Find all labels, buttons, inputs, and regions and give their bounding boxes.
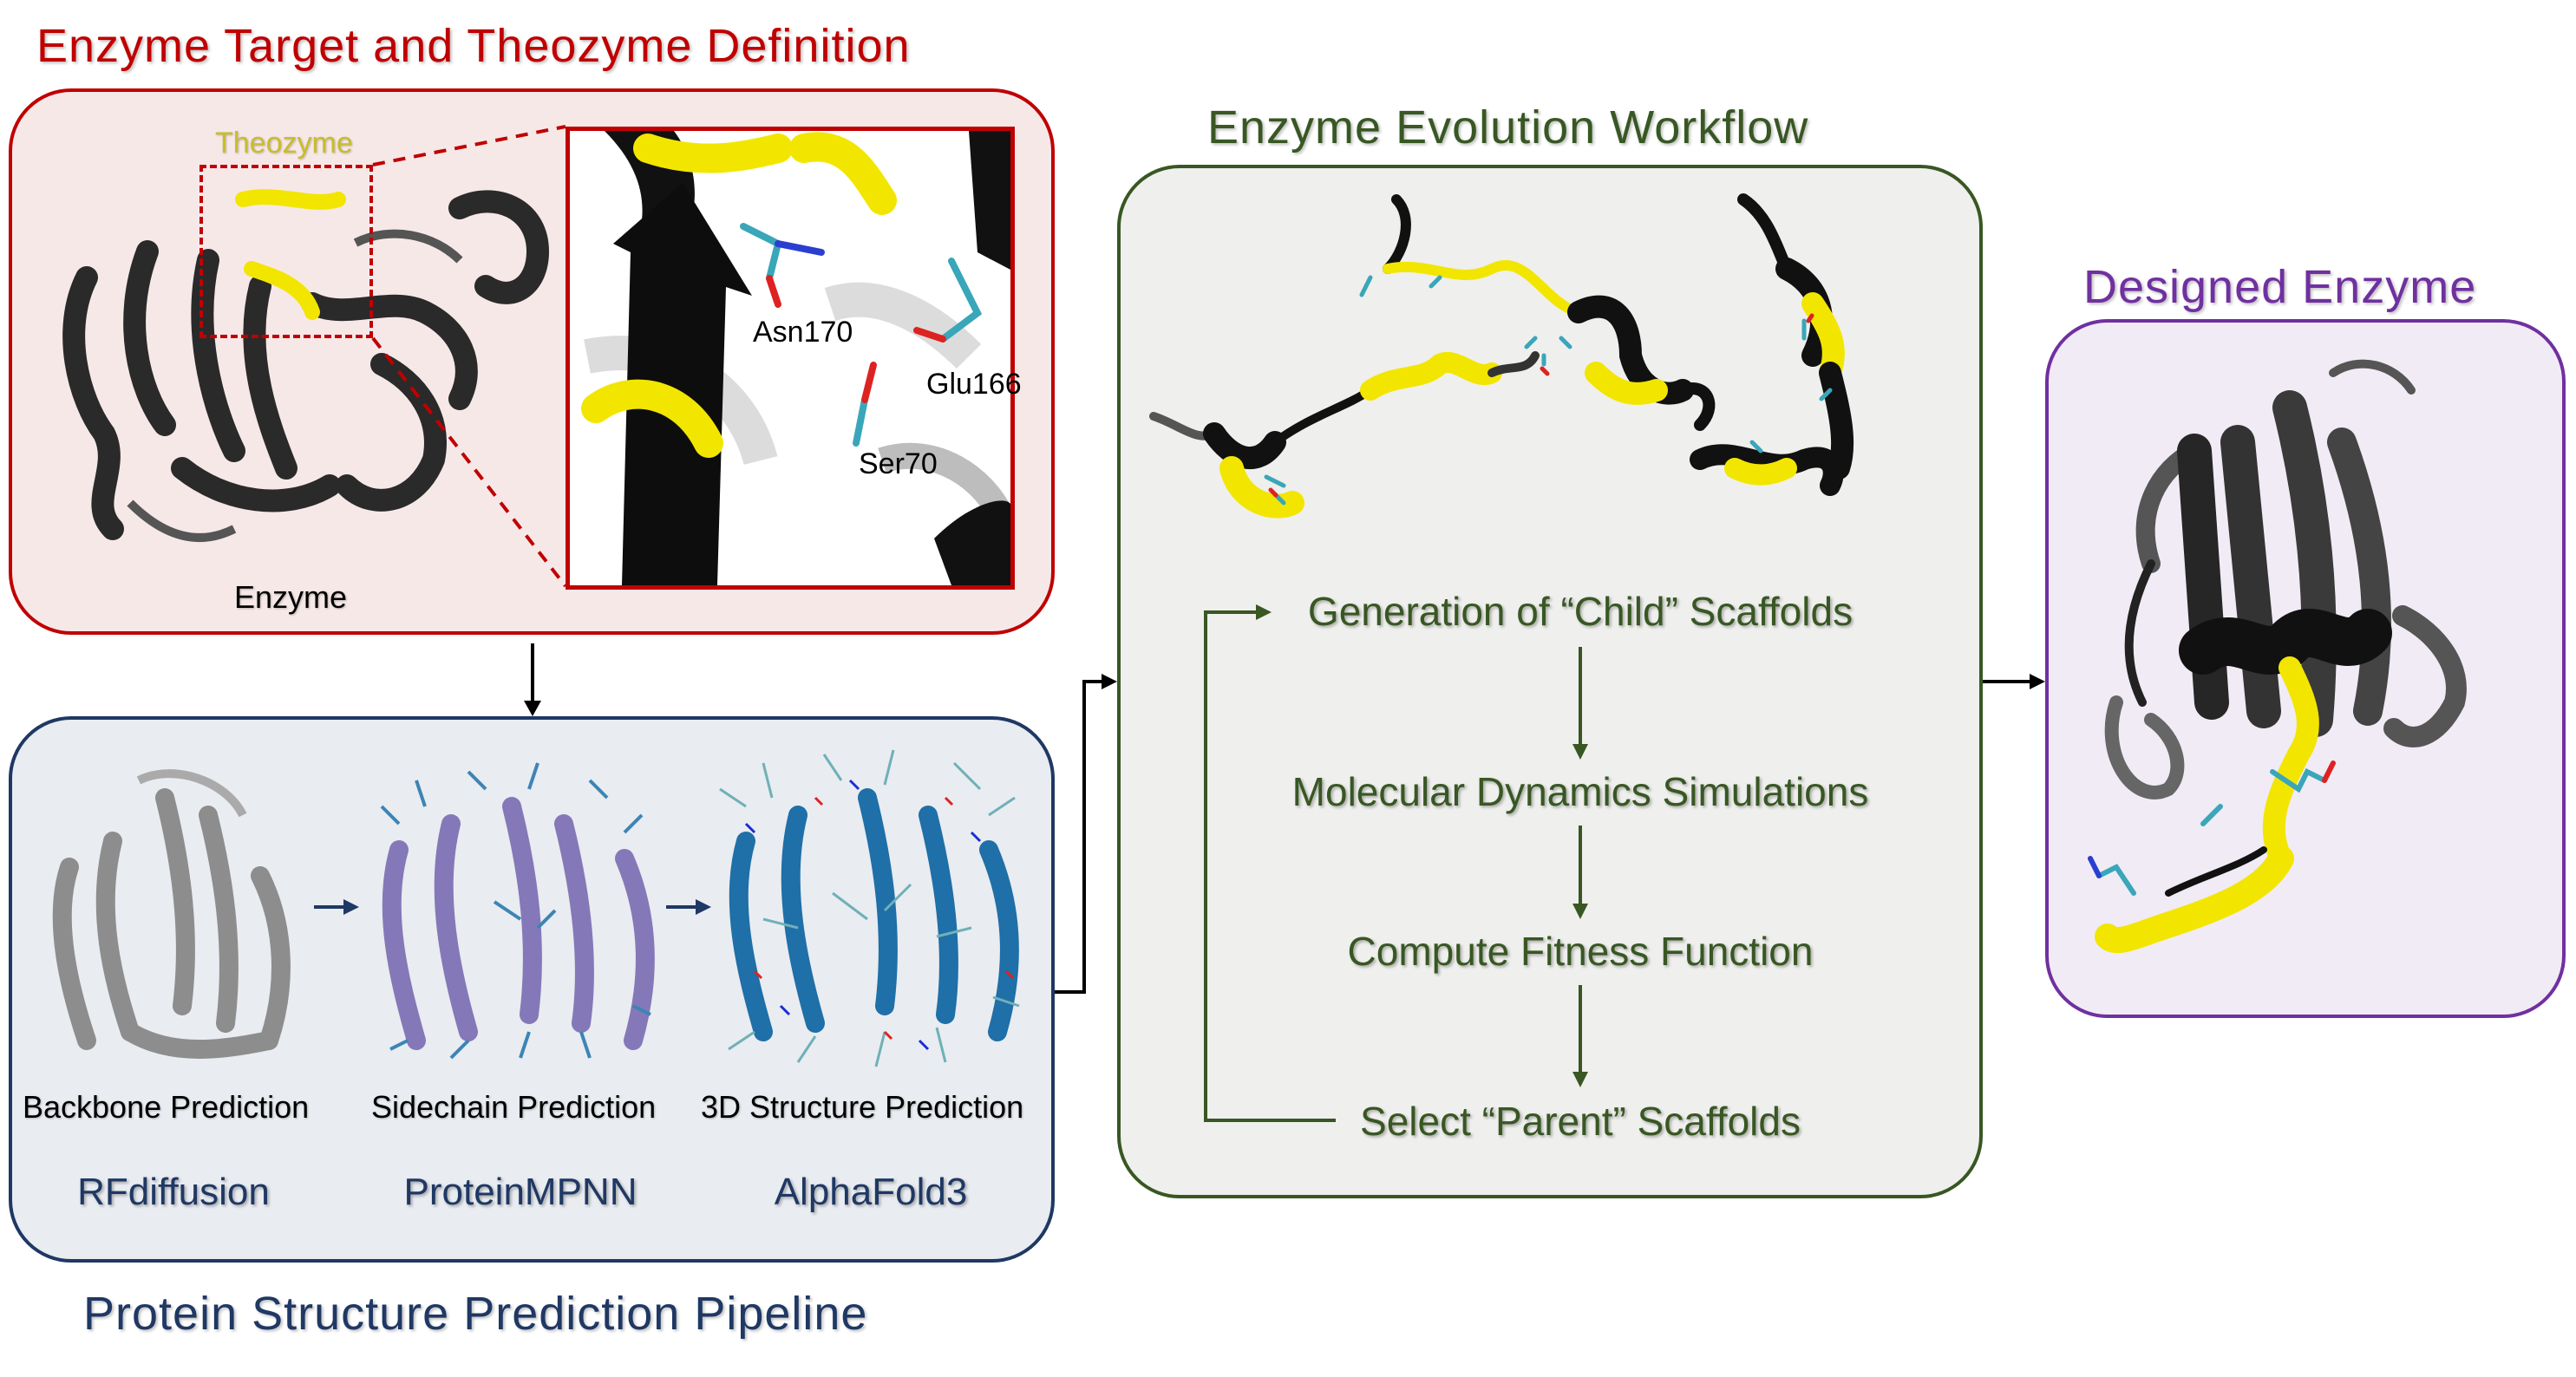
designed-enzyme-image [2088, 359, 2467, 954]
enzyme-structure-image [62, 189, 550, 542]
theozyme-selection-box [199, 165, 373, 338]
structure-step-label: 3D Structure Prediction [701, 1089, 1024, 1125]
sidechain-step-label: Sidechain Prediction [371, 1089, 657, 1125]
target-title: Enzyme Target and Theozyme Definition [36, 20, 911, 72]
alphafold-structure-image [719, 749, 1020, 1067]
workflow-title: Enzyme Evolution Workflow [1207, 101, 1809, 153]
enzyme-label: Enzyme [234, 579, 348, 615]
step-generation-child: Generation of “Child” Scaffolds [1307, 589, 1854, 634]
residue-label-glu166: Glu166 [926, 368, 1022, 401]
step-select-parent: Select “Parent” Scaffolds [1360, 1099, 1801, 1144]
active-site-image [581, 131, 1010, 585]
tool-rfdiffusion: RFdiffusion [77, 1171, 270, 1213]
sidechain-structure-image [380, 762, 655, 1060]
designed-title: Designed Enzyme [2083, 261, 2477, 313]
residue-label-asn170: Asn170 [753, 316, 853, 349]
step-molecular-dynamics: Molecular Dynamics Simulations [1291, 769, 1869, 814]
backbone-step-label: Backbone Prediction [23, 1089, 310, 1125]
tool-proteinmpnn: ProteinMPNN [403, 1171, 637, 1213]
step-fitness-function: Compute Fitness Function [1347, 929, 1814, 974]
active-site-inset [566, 127, 1015, 590]
residue-label-ser70: Ser70 [859, 447, 938, 480]
tool-alphafold3: AlphaFold3 [774, 1171, 968, 1213]
backbone-structure-image [52, 769, 291, 1059]
theozyme-label: Theozyme [215, 127, 353, 160]
scaffold-structures-image [1149, 193, 1854, 519]
pipeline-title: Protein Structure Prediction Pipeline [83, 1288, 868, 1340]
